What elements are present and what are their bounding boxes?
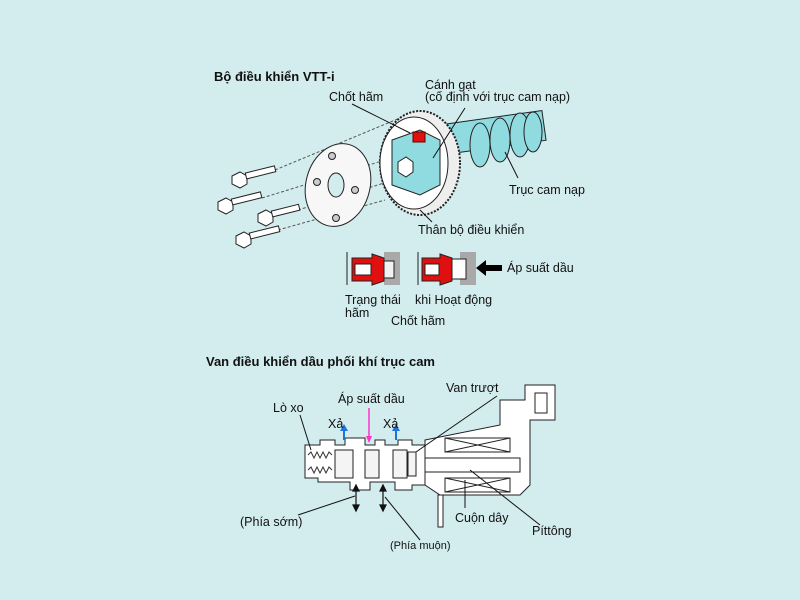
label-retard-side: (Phía muộn) [390,540,451,552]
label-drain-right: Xả [383,417,399,431]
lock-pin-locked-detail [346,252,400,286]
label-plunger: Píttông [532,524,572,538]
oil-pressure-arrow-down [366,408,372,443]
lock-pin [412,131,426,143]
label-drain-left: Xả [328,417,344,431]
label-controller-body: Thân bộ điều khiển [418,223,525,237]
front-plate [304,143,372,227]
lock-pin-operating-detail [417,252,476,286]
label-oil-pressure-upper: Áp suất dầu [507,261,574,275]
label-coil: Cuộn dây [455,511,509,525]
label-vane-line2: (cố định với trục cam nạp) [425,90,571,104]
leader-lines-lower [297,395,541,541]
mounting-bracket [437,494,444,528]
bolt [217,191,263,215]
oil-pressure-arrow [476,260,502,276]
retard-port-arrow [379,483,387,513]
vvti-section-title: Bộ điều khiển VTT-i [214,69,335,84]
label-locked-state-line2: hãm [345,306,370,320]
label-spring: Lò xo [273,401,304,415]
label-vane-line1: Cánh gạt [425,78,476,92]
spring [307,450,333,475]
vane-rotor [391,129,441,196]
drain-arrow-left [340,424,348,440]
intake-camshaft [437,109,547,168]
label-oil-pressure-lower: Áp suất dầu [338,392,405,406]
label-locked-state-line1: Trạng thái [345,293,401,307]
drain-arrow-right [392,424,400,440]
label-advance-side: (Phía sớm) [240,515,303,529]
spool-lands [334,449,417,479]
ocv-assembly [304,384,556,528]
bolt [257,203,301,227]
label-intake-camshaft: Trục cam nạp [509,183,585,197]
vvti-exploded-view [217,109,547,249]
label-lock-pin: Chốt hãm [329,90,384,104]
bolt [231,165,277,189]
label-spool-valve: Van trượt [446,381,499,395]
advance-port-arrow [352,483,360,513]
bolt [235,225,281,249]
plunger [424,457,521,473]
controller-housing [379,110,461,216]
label-lock-pin-caption: Chốt hãm [391,314,446,328]
ocv-section-title: Van điều khiển dầu phối khí trục cam [206,354,435,369]
leader-lines-upper [351,103,519,223]
label-operating-state: khi Hoạt động [415,293,493,307]
